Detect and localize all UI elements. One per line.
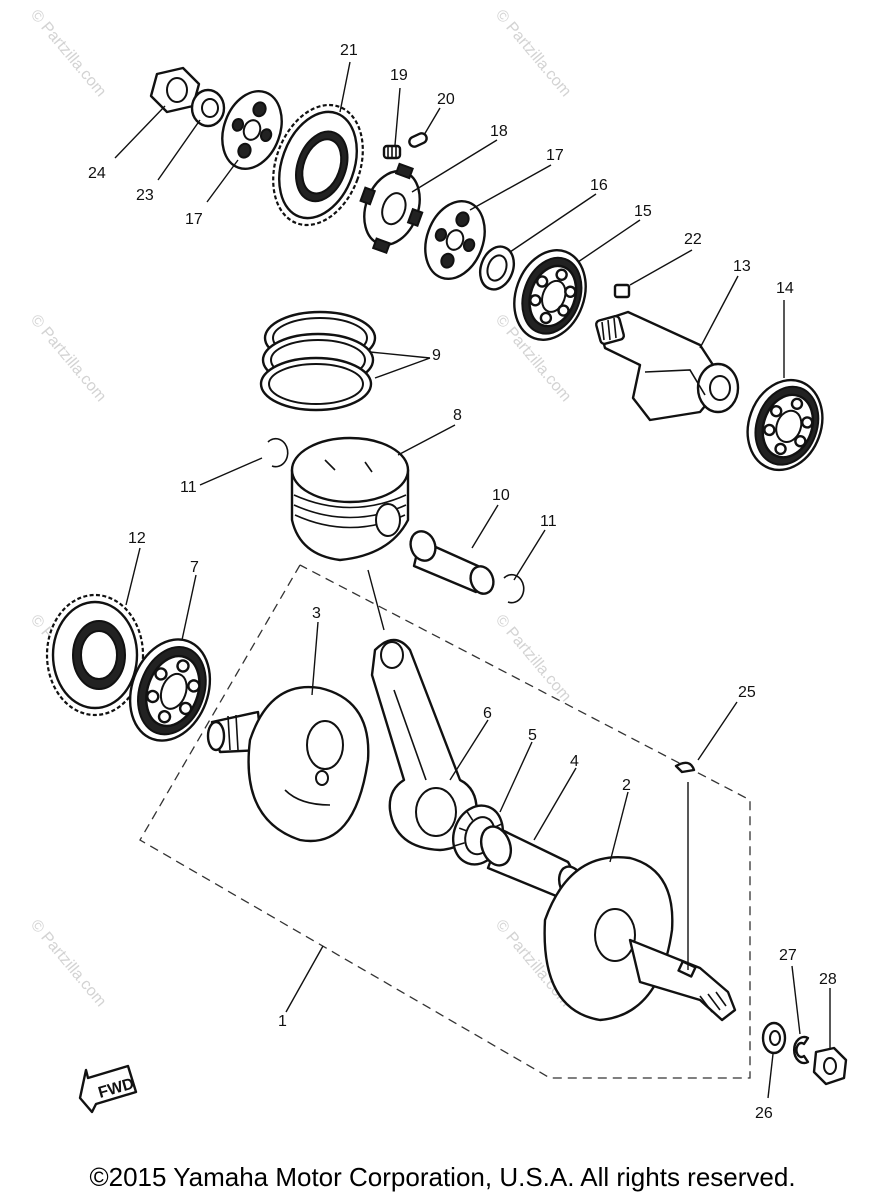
callout-19: 19 (390, 67, 408, 84)
crankshaft-right-2 (543, 856, 737, 1022)
callout-4: 4 (570, 753, 579, 770)
callout-11: 11 (180, 479, 197, 496)
sprocket-21 (272, 103, 364, 227)
pin-20 (408, 132, 428, 148)
callout-22: 22 (684, 231, 702, 248)
piston-8 (290, 436, 410, 562)
circlip-11-right (503, 573, 525, 604)
washer-26 (761, 1021, 787, 1055)
callout-9: 9 (432, 347, 441, 364)
assembly-boundary (139, 564, 751, 1079)
balancer-shaft-13 (595, 310, 740, 422)
callout-15: 15 (634, 203, 652, 220)
bearing-14 (746, 378, 824, 472)
callout-24: 24 (88, 165, 106, 182)
callout-1: 1 (278, 1013, 287, 1030)
callout-16: 16 (590, 177, 608, 194)
hub-18 (359, 162, 424, 255)
gear-12 (45, 593, 145, 717)
callout-28: 28 (819, 971, 837, 988)
callout-26: 26 (755, 1105, 773, 1122)
piston-pin-10 (409, 530, 495, 595)
leader-lines (114, 61, 831, 1099)
callout-17: 17 (546, 147, 564, 164)
woodruff-key-25 (674, 761, 696, 970)
bearing-15 (513, 249, 587, 341)
callout-7: 7 (190, 559, 199, 576)
plate-17-right (424, 200, 486, 280)
watermark-text: © Partzilla.com (492, 7, 574, 101)
piston-rings-9 (259, 310, 377, 412)
bearing-7 (128, 638, 212, 742)
watermark-text: © Partzilla.com (27, 917, 109, 1011)
nut-28 (812, 1046, 848, 1086)
lock-washer-23 (190, 88, 226, 128)
forward-direction-arrow: FWD (78, 1064, 138, 1114)
callout-14: 14 (776, 280, 794, 297)
callout-5: 5 (528, 727, 537, 744)
callout-6: 6 (483, 705, 492, 722)
watermark-text: © Partzilla.com (27, 312, 109, 406)
callout-20: 20 (437, 91, 455, 108)
callout-2: 2 (622, 777, 631, 794)
callout-18: 18 (490, 123, 508, 140)
callout-17: 17 (185, 211, 203, 228)
callout-13: 13 (733, 258, 751, 275)
callout-3: 3 (312, 605, 321, 622)
callout-11: 11 (540, 513, 557, 530)
washer-16 (478, 245, 516, 291)
callout-27: 27 (779, 947, 797, 964)
callout-21: 21 (340, 42, 358, 59)
watermark-text: © Partzilla.com (27, 7, 109, 101)
callout-25: 25 (738, 684, 756, 701)
callout-numbers: 1 2 3 4 5 6 7 8 9 10 11 11 12 13 14 15 1… (88, 42, 837, 1122)
crankshaft-left-3 (206, 685, 370, 843)
plate-17-left (221, 90, 283, 170)
lock-washer-27 (792, 1035, 810, 1065)
callout-23: 23 (136, 187, 154, 204)
callout-10: 10 (492, 487, 510, 504)
key-22 (613, 283, 631, 299)
watermark-text: © Partzilla.com (492, 612, 574, 706)
copyright-notice: ©2015 Yamaha Motor Corporation, U.S.A. A… (89, 1162, 796, 1192)
callout-12: 12 (128, 530, 146, 547)
crankshaft-piston-exploded-diagram: © Partzilla.com © Partzilla.com © Partzi… (27, 7, 848, 1122)
spring-19 (382, 144, 402, 160)
connecting-rod-6 (370, 638, 478, 852)
callout-8: 8 (453, 407, 462, 424)
circlip-11-left (267, 437, 289, 468)
